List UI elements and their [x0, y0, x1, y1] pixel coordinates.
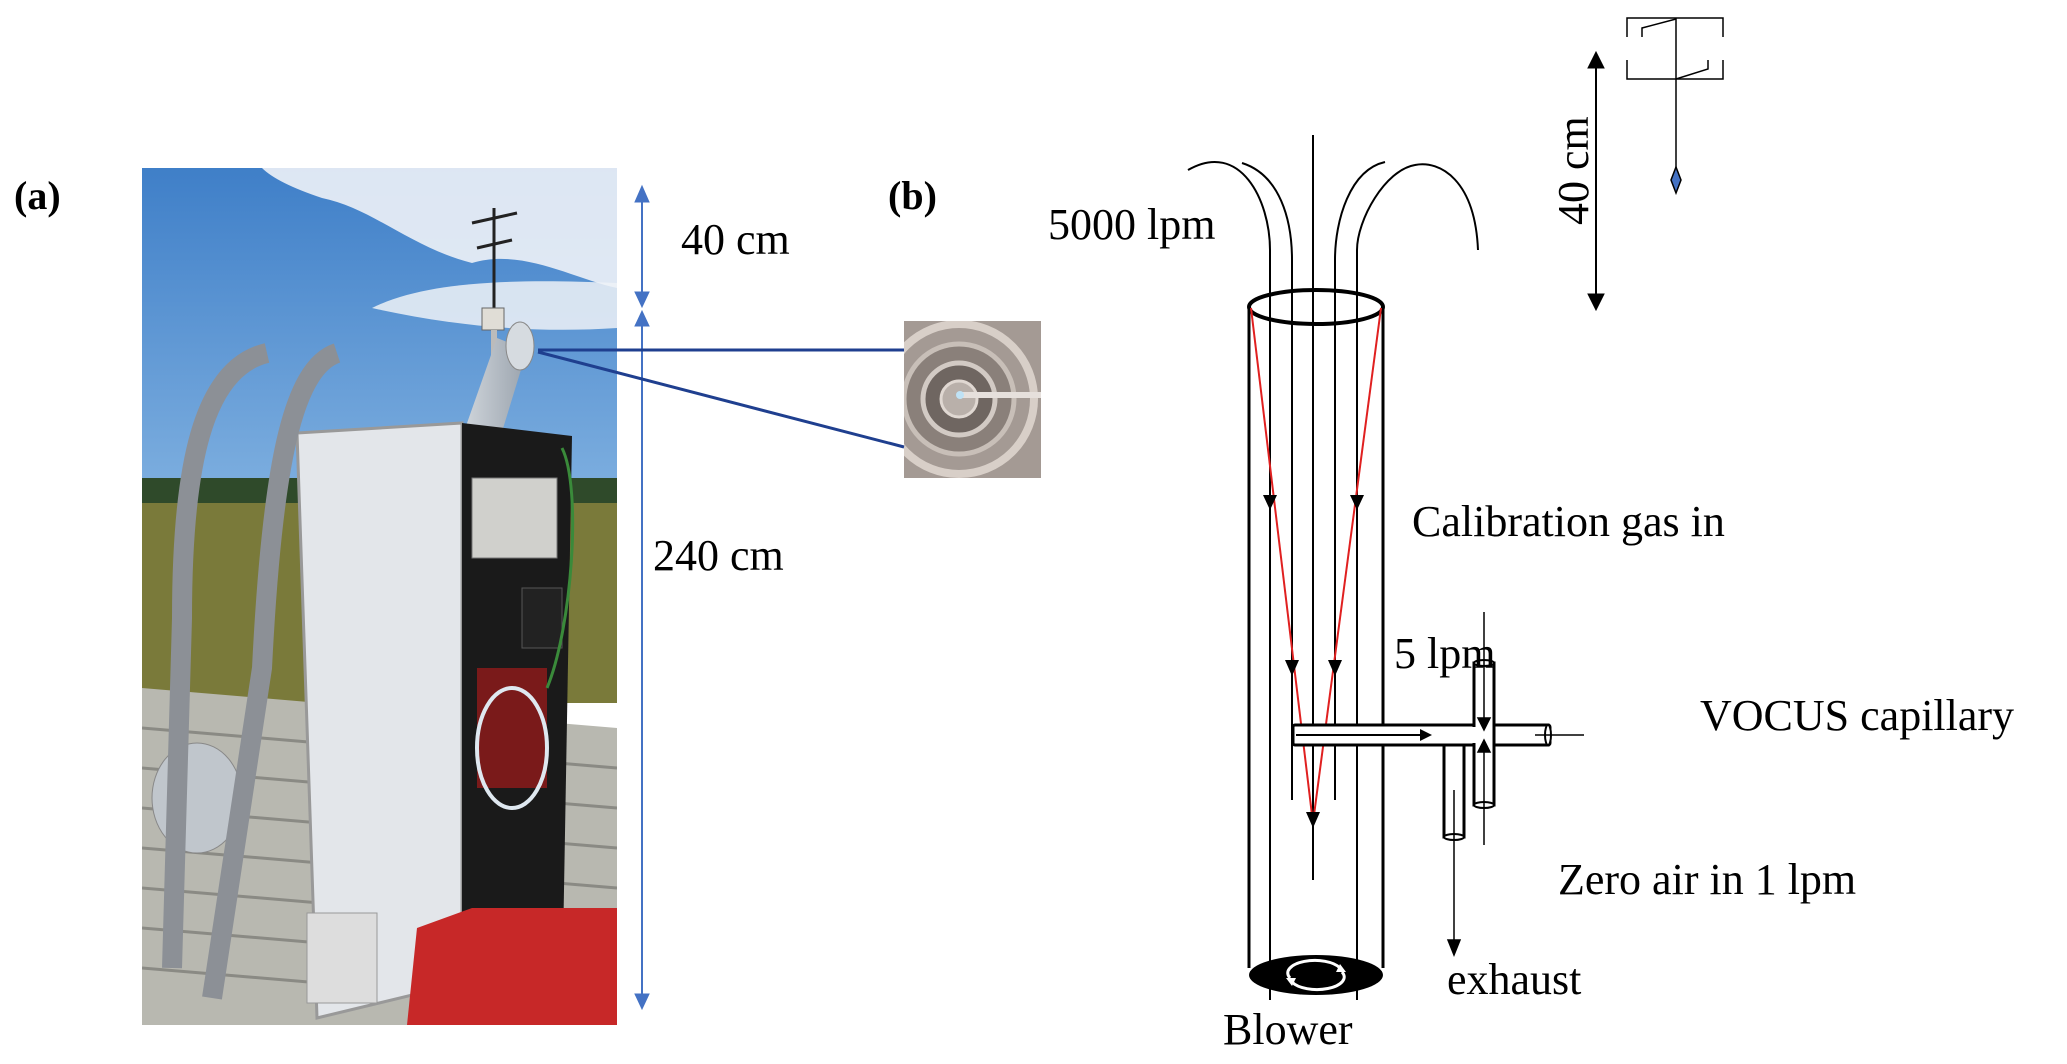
- dimension-label-240cm: 240 cm: [653, 531, 784, 580]
- vocus-capillary-label: VOCUS capillary: [1700, 691, 2015, 740]
- cross-flow-lines: [1446, 612, 1584, 958]
- blower-icon: [1249, 955, 1383, 995]
- panel-label-a: (a): [14, 173, 61, 218]
- exhaust-label: exhaust: [1447, 955, 1582, 1004]
- inlet-tube: [1247, 288, 1385, 968]
- red-box: [407, 908, 617, 1025]
- duct-inlet-closeup: [904, 321, 1041, 478]
- dimension-arrow-240cm: [634, 309, 650, 1011]
- zero-air-label: Zero air in 1 lpm: [1558, 855, 1857, 904]
- flow-arrowheads: [1263, 495, 1364, 828]
- panel-label-b: (b): [888, 173, 937, 218]
- height-arrow: [1587, 50, 1605, 312]
- streamlines: [1187, 135, 1479, 1000]
- sonic-anemometer-icon: [1626, 17, 1724, 196]
- flow-in-label: 5000 lpm: [1048, 200, 1216, 249]
- hose: [162, 343, 270, 969]
- calibration-gas-label: Calibration gas in: [1412, 497, 1725, 546]
- field-photo: [142, 168, 617, 1025]
- sample-flow-label: 5 lpm: [1394, 629, 1496, 678]
- blower-label: Blower: [1223, 1005, 1353, 1054]
- dimension-label-40cm: 40 cm: [681, 215, 790, 264]
- leader-line: [537, 350, 905, 449]
- dimension-arrow-40cm: [634, 184, 650, 309]
- cloud: [262, 168, 617, 288]
- height-label: 40 cm: [1549, 116, 1598, 225]
- hose: [202, 343, 341, 1000]
